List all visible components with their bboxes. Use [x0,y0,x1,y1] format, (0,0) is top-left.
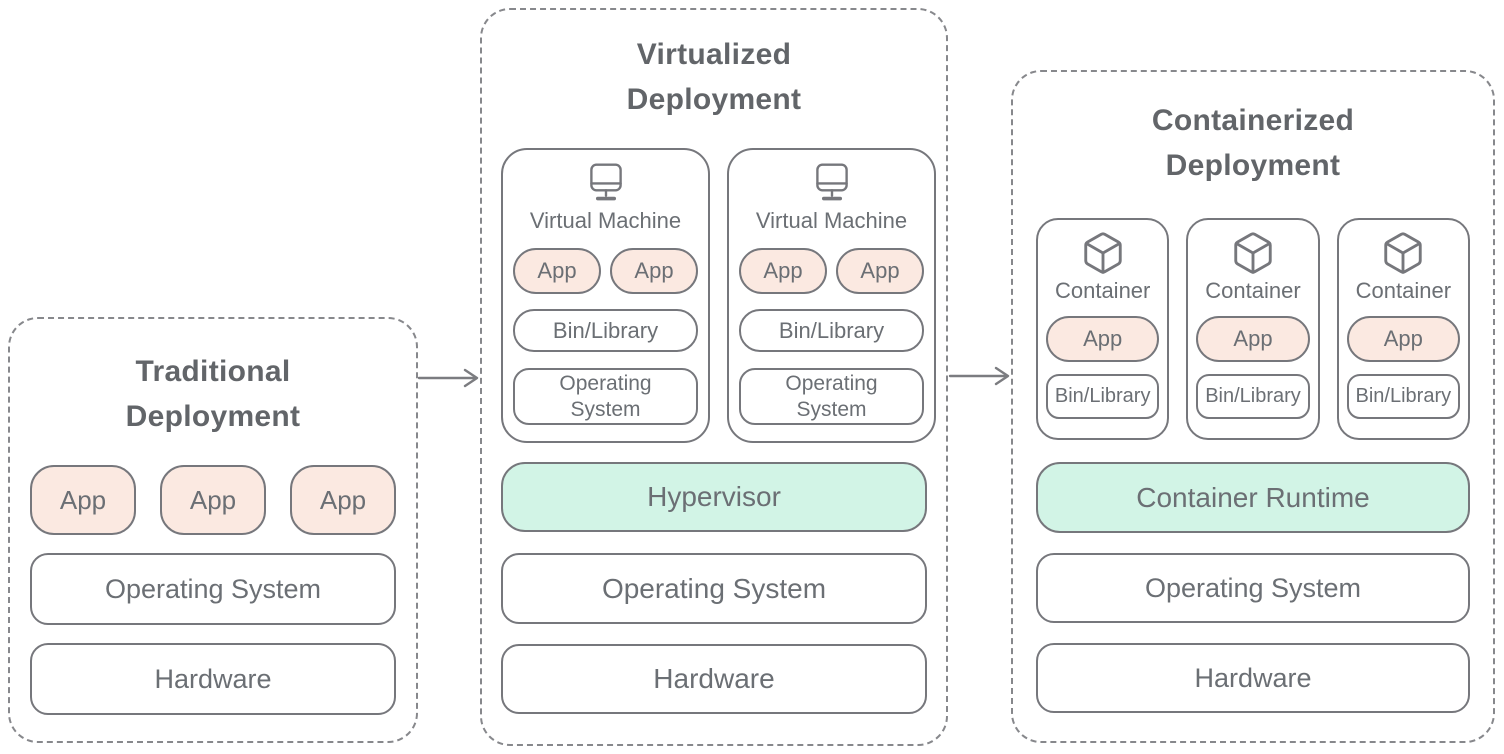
container-label: Container [1355,278,1452,303]
app-box: App [1346,316,1460,362]
os-box: Operating System [739,368,924,425]
os-box: Operating System [1036,553,1470,623]
os-box: Operating System [501,553,927,624]
panel-title-line: Deployment [125,400,301,433]
vm-apps-row: App App [513,248,698,294]
hardware-box: Hardware [30,643,396,715]
hypervisor-box: Hypervisor [501,462,927,532]
container-row: Container App Bin/Library Container App … [1036,218,1470,440]
app-box: App [610,248,698,294]
panel-title: Virtualized Deployment [501,32,927,122]
panel-title: Containerized Deployment [1036,98,1470,188]
panel-title-line: Traditional [135,355,291,388]
app-box: App [1046,316,1160,362]
panel-title-line: Deployment [1165,149,1341,182]
app-box: App [836,248,924,294]
monitor-icon [810,162,854,204]
container-box: Container App Bin/Library [1336,218,1470,440]
apps-row: App App App [30,465,396,535]
bin-library-box: Bin/Library [513,309,698,352]
panel-title: Traditional Deployment [30,349,396,439]
vm-box: Virtual Machine App App Bin/Library Oper… [501,148,710,443]
containerized-deployment-panel: Containerized Deployment Container App B… [1011,70,1495,743]
arrow-right-icon [417,367,481,394]
hardware-box: Hardware [501,644,927,714]
panel-title-line: Deployment [626,83,802,116]
os-box: Operating System [30,553,396,625]
container-label: Container [1054,278,1151,303]
traditional-deployment-panel: Traditional Deployment App App App Opera… [8,317,418,743]
bin-library-box: Bin/Library [1346,374,1460,419]
cube-icon [1230,230,1276,276]
cube-icon [1380,230,1426,276]
app-box: App [290,465,396,535]
bin-library-box: Bin/Library [739,309,924,352]
vm-row: Virtual Machine App App Bin/Library Oper… [501,148,936,443]
app-box: App [160,465,266,535]
os-box: Operating System [513,368,698,425]
vm-label: Virtual Machine [529,208,682,233]
hardware-box: Hardware [1036,643,1470,713]
container-label: Container [1205,278,1301,303]
app-box: App [739,248,827,294]
panel-title-line: Containerized [1151,104,1355,137]
container-box: Container App Bin/Library [1036,218,1170,440]
app-box: App [1196,316,1310,362]
bin-library-box: Bin/Library [1196,374,1310,419]
monitor-icon [584,162,628,204]
app-box: App [30,465,136,535]
cube-icon [1080,230,1126,276]
bin-library-box: Bin/Library [1046,374,1160,419]
panel-title-line: Virtualized [636,38,792,71]
virtualized-deployment-panel: Virtualized Deployment Virtual Machine A… [480,8,948,746]
app-box: App [513,248,601,294]
vm-apps-row: App App [739,248,924,294]
container-box: Container App Bin/Library [1186,218,1320,440]
arrow-right-icon [948,365,1012,392]
vm-box: Virtual Machine App App Bin/Library Oper… [727,148,936,443]
vm-label: Virtual Machine [755,208,908,233]
container-runtime-box: Container Runtime [1036,462,1470,533]
